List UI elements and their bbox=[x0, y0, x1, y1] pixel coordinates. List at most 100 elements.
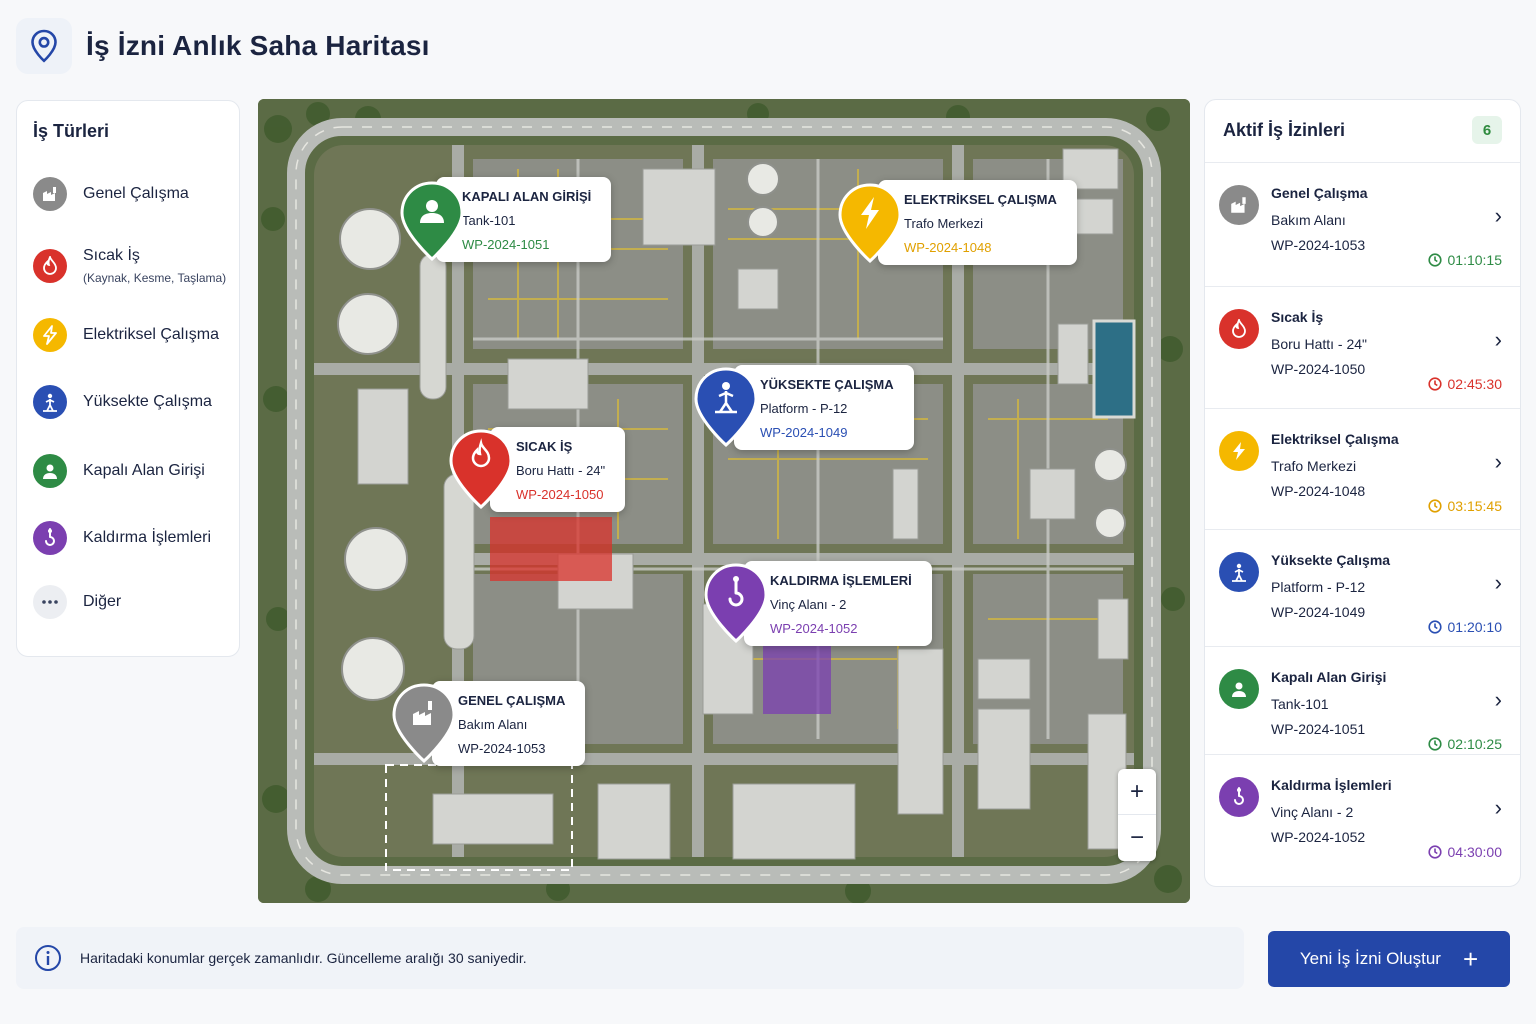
legend-label: Kaldırma İşlemleri bbox=[83, 529, 212, 546]
legend-item-electrical[interactable]: Elektriksel Çalışma bbox=[33, 318, 219, 352]
permit-card[interactable]: Elektriksel Çalışma Trafo Merkezi WP-202… bbox=[1205, 408, 1520, 529]
permit-location: Vinç Alanı - 2 bbox=[1271, 804, 1354, 820]
chevron-right-icon[interactable]: › bbox=[1494, 687, 1502, 712]
permit-timer-value: 03:15:45 bbox=[1447, 498, 1503, 514]
legend-item-general[interactable]: Genel Çalışma bbox=[33, 177, 189, 211]
map-callout-electrical[interactable]: ELEKTRİKSEL ÇALIŞMA Trafo Merkezi WP-202… bbox=[878, 180, 1077, 265]
callout-permit-id: WP-2024-1049 bbox=[760, 425, 848, 440]
chevron-right-icon[interactable]: › bbox=[1494, 327, 1502, 352]
person-icon[interactable] bbox=[396, 179, 468, 263]
climber-icon bbox=[1219, 552, 1259, 592]
building-icon bbox=[33, 177, 67, 211]
person-icon bbox=[33, 454, 67, 488]
building-icon[interactable] bbox=[388, 681, 460, 765]
chevron-right-icon[interactable]: › bbox=[1494, 570, 1502, 595]
permit-timer-value: 01:10:15 bbox=[1447, 252, 1503, 268]
permit-type: Genel Çalışma bbox=[1271, 185, 1368, 201]
permit-location: Tank-101 bbox=[1271, 696, 1329, 712]
permit-id: WP-2024-1051 bbox=[1271, 721, 1366, 737]
map-callout-confined-space[interactable]: KAPALI ALAN GİRİŞİ Tank-101 WP-2024-1051 bbox=[436, 177, 612, 262]
legend-label: Elektriksel Çalışma bbox=[83, 326, 220, 343]
permit-timer: 04:30:00 bbox=[1427, 844, 1503, 860]
active-permits-count-badge: 6 bbox=[1472, 116, 1502, 144]
permit-type: Sıcak İş bbox=[1271, 309, 1324, 325]
permit-timer: 02:45:30 bbox=[1427, 376, 1503, 392]
info-text: Haritadaki konumlar gerçek zamanlıdır. G… bbox=[80, 950, 527, 966]
permit-id: WP-2024-1052 bbox=[1271, 829, 1366, 845]
page-title: İş İzni Anlık Saha Haritası bbox=[86, 30, 430, 61]
map-pin-icon bbox=[16, 18, 72, 74]
flame-icon[interactable] bbox=[445, 427, 517, 511]
permit-location: Trafo Merkezi bbox=[1271, 458, 1357, 474]
chevron-right-icon[interactable]: › bbox=[1494, 795, 1502, 820]
flame-icon bbox=[1219, 309, 1259, 349]
permit-timer: 01:20:10 bbox=[1427, 619, 1502, 635]
building-icon bbox=[1219, 185, 1259, 225]
permit-timer-value: 02:45:30 bbox=[1447, 376, 1503, 392]
crane-hook-icon bbox=[33, 521, 67, 555]
permit-card[interactable]: Yüksekte Çalışma Platform - P-12 WP-2024… bbox=[1205, 529, 1520, 650]
permit-location: Bakım Alanı bbox=[1271, 212, 1346, 228]
legend-item-height[interactable]: Yüksekte Çalışma bbox=[33, 385, 212, 419]
lightning-icon bbox=[1219, 431, 1259, 471]
permit-timer: 01:10:15 bbox=[1427, 252, 1503, 268]
map-callout-lifting[interactable]: KALDIRMA İŞLEMLERİ Vinç Alanı - 2 WP-202… bbox=[744, 561, 932, 646]
legend-item-hot-work[interactable]: Sıcak İş (Kaynak, Kesme, Taşlama) bbox=[33, 247, 226, 285]
zoom-out-button[interactable]: − bbox=[1129, 824, 1144, 851]
permit-type: Yüksekte Çalışma bbox=[1271, 552, 1391, 568]
new-permit-button-label: Yeni İş İzni Oluştur bbox=[1299, 949, 1441, 968]
map-callout-hot-work[interactable]: SICAK İŞ Boru Hattı - 24" WP-2024-1050 bbox=[490, 427, 626, 512]
job-types-panel: İş Türleri Genel Çalışma Sıcak İş (Kayna… bbox=[16, 100, 240, 657]
climber-icon[interactable] bbox=[690, 365, 762, 449]
map-callout-general[interactable]: GENEL ÇALIŞMA Bakım Alanı WP-2024-1053 bbox=[432, 681, 586, 766]
permit-timer-value: 04:30:00 bbox=[1447, 844, 1503, 860]
plus-icon: + bbox=[1462, 944, 1479, 974]
legend-label: Genel Çalışma bbox=[83, 185, 189, 202]
permit-card[interactable]: Kaldırma İşlemleri Vinç Alanı - 2 WP-202… bbox=[1205, 754, 1520, 875]
callout-location: Bakım Alanı bbox=[458, 717, 528, 732]
clock-icon bbox=[1427, 620, 1442, 634]
callout-location: Boru Hattı - 24" bbox=[516, 463, 606, 478]
new-permit-button[interactable]: Yeni İş İzni Oluştur + bbox=[1268, 931, 1510, 987]
permit-id: WP-2024-1049 bbox=[1271, 604, 1366, 620]
zoom-in-button[interactable]: + bbox=[1118, 769, 1156, 815]
legend-item-other[interactable]: Diğer bbox=[33, 585, 121, 619]
legend-item-lifting[interactable]: Kaldırma İşlemleri bbox=[33, 521, 211, 555]
callout-location: Trafo Merkezi bbox=[904, 216, 983, 231]
legend-item-confined[interactable]: Kapalı Alan Girişi bbox=[33, 454, 205, 488]
map-zoom-control: + − bbox=[1118, 769, 1156, 861]
chevron-right-icon[interactable]: › bbox=[1494, 449, 1502, 474]
more-icon bbox=[33, 585, 67, 619]
legend-label: Kapalı Alan Girişi bbox=[83, 462, 205, 479]
crane-hook-icon[interactable] bbox=[700, 561, 772, 645]
permit-card[interactable]: Sıcak İş Boru Hattı - 24" WP-2024-1050 ›… bbox=[1205, 286, 1520, 407]
permit-id: WP-2024-1050 bbox=[1271, 361, 1366, 377]
person-icon bbox=[1219, 669, 1259, 709]
permit-timer: 02:10:25 bbox=[1427, 736, 1502, 752]
callout-permit-id: WP-2024-1053 bbox=[458, 741, 546, 756]
lightning-icon bbox=[33, 318, 67, 352]
callout-title: YÜKSEKTE ÇALIŞMA bbox=[760, 377, 894, 392]
callout-title: GENEL ÇALIŞMA bbox=[458, 693, 566, 708]
clock-icon bbox=[1427, 737, 1442, 751]
info-bar: Haritadaki konumlar gerçek zamanlıdır. G… bbox=[16, 927, 1244, 989]
callout-permit-id: WP-2024-1048 bbox=[904, 240, 992, 255]
permit-card[interactable]: Kapalı Alan Girişi Tank-101 WP-2024-1051… bbox=[1205, 646, 1520, 767]
legend-sublabel: (Kaynak, Kesme, Taşlama) bbox=[83, 271, 227, 285]
callout-permit-id: WP-2024-1050 bbox=[516, 487, 604, 502]
crane-hook-icon bbox=[1219, 777, 1259, 817]
site-map[interactable]: KAPALI ALAN GİRİŞİ Tank-101 WP-2024-1051… bbox=[258, 99, 1190, 903]
callout-location: Tank-101 bbox=[462, 213, 516, 228]
lightning-icon[interactable] bbox=[834, 181, 906, 265]
climber-icon bbox=[33, 385, 67, 419]
flame-icon bbox=[33, 249, 67, 283]
callout-title: SICAK İŞ bbox=[516, 439, 573, 454]
permit-type: Kaldırma İşlemleri bbox=[1271, 777, 1392, 793]
permit-card[interactable]: Genel Çalışma Bakım Alanı WP-2024-1053 ›… bbox=[1205, 162, 1520, 283]
legend-label: Sıcak İş bbox=[83, 247, 140, 264]
callout-permit-id: WP-2024-1052 bbox=[770, 621, 858, 636]
chevron-right-icon[interactable]: › bbox=[1494, 203, 1502, 228]
legend-label: Yüksekte Çalışma bbox=[83, 393, 212, 410]
map-callout-height-work[interactable]: YÜKSEKTE ÇALIŞMA Platform - P-12 WP-2024… bbox=[734, 365, 914, 450]
permit-id: WP-2024-1053 bbox=[1271, 237, 1366, 253]
